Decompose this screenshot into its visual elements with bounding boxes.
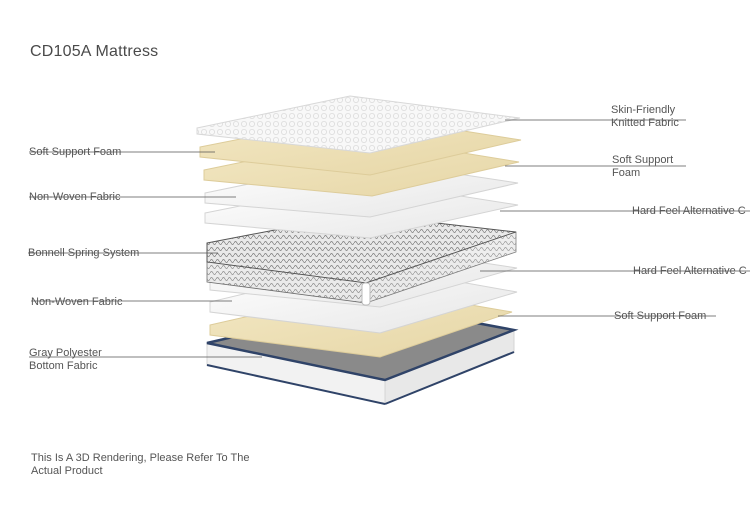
label-hard-feel-alternative-lower: Hard Feel Alternative C (633, 265, 747, 277)
label-non-woven-fabric-upper: Non-Woven Fabric (29, 191, 121, 203)
label-soft-support-foam-right-upper: Soft Support Foam (612, 154, 674, 179)
rendering-disclaimer: This Is A 3D Rendering, Please Refer To … (31, 452, 250, 477)
leader-lines (28, 119, 750, 358)
label-skin-friendly-knitted-fabric: Skin-Friendly Knitted Fabric (611, 104, 679, 129)
label-soft-support-foam-left: Soft Support Foam (29, 146, 122, 158)
page-title: CD105A Mattress (30, 43, 159, 60)
spring-unit (206, 213, 517, 306)
label-hard-feel-alternative-upper: Hard Feel Alternative C (632, 205, 746, 217)
label-non-woven-fabric-lower: Non-Woven Fabric (31, 296, 123, 308)
label-bonnell-spring-system: Bonnell Spring System (28, 247, 140, 259)
label-soft-support-foam-right-lower: Soft Support Foam (614, 310, 707, 322)
label-gray-polyester-bottom-fabric: Gray Polyester Bottom Fabric (29, 347, 102, 372)
knitted-fabric-layer (196, 95, 521, 154)
